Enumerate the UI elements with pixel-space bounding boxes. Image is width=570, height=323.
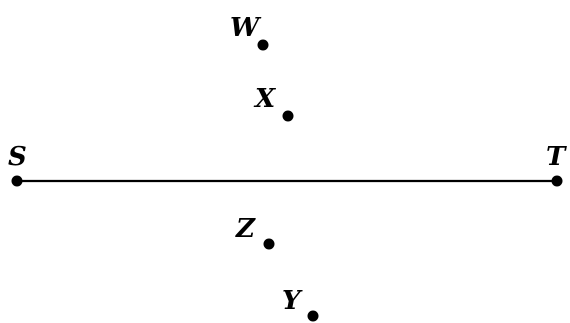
point-x: X	[253, 84, 294, 122]
point-w-dot	[257, 39, 269, 51]
point-z: Z	[235, 214, 275, 250]
point-z-dot	[263, 238, 275, 250]
point-s-dot	[11, 175, 23, 187]
point-w-label: W	[230, 13, 262, 43]
point-y-label: Y	[282, 286, 303, 316]
point-y-dot	[307, 310, 319, 322]
point-z-label: Z	[235, 214, 256, 244]
point-t-label: T	[546, 142, 567, 172]
point-w: W	[230, 13, 269, 51]
point-y: Y	[282, 286, 319, 322]
point-s: S	[8, 142, 27, 187]
point-x-dot	[282, 110, 294, 122]
point-s-label: S	[8, 142, 27, 172]
point-t: T	[546, 142, 567, 187]
point-t-dot	[551, 175, 563, 187]
point-x-label: X	[253, 84, 277, 114]
